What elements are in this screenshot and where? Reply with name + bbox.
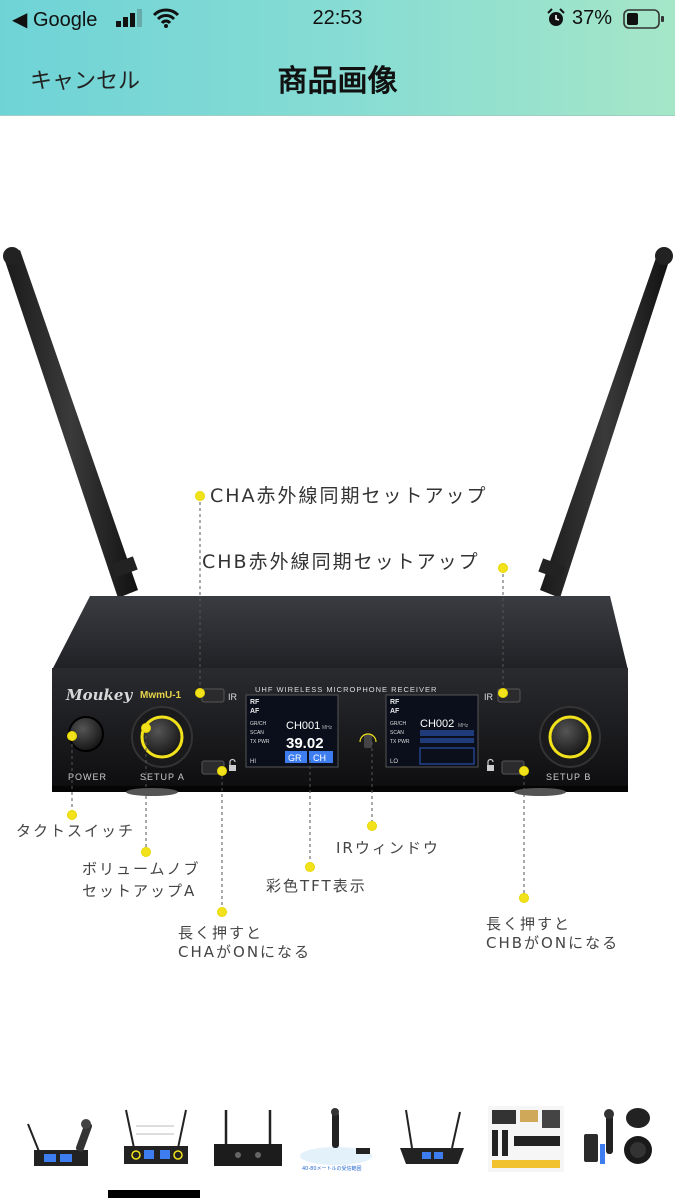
thumbnail-3[interactable] [208,1104,288,1174]
screen-a-af: AF [250,708,260,715]
setup-a-label: SETUP A [140,772,185,782]
selected-thumbnail-indicator [108,1190,200,1198]
screen-b-channel: CH002 [420,718,454,730]
screen-b-unit: MHz [458,723,469,729]
ir-label-a: IR [228,692,238,702]
lock-icon [229,758,236,771]
tft-screen-b: RF AF GR/CH SCAN TX PWR LO CH002 MHz [385,694,479,768]
app-header: ◀ Google 22:53 37% キャンセル 商品画像 [0,0,675,116]
volume-knob-b[interactable] [539,706,601,768]
screen-b-menu: GR/CH [390,721,407,727]
callout-long-press-a-line2: CHAがONになる [178,943,312,961]
ir-label-b: IR [484,692,494,702]
alarm-clock-icon [547,8,565,26]
callout-tact-switch: タクトスイッチ [16,822,136,840]
thumbnail-2[interactable] [116,1104,196,1174]
screen-a-frequency: 39.02 [286,735,324,752]
ir-window [359,733,377,748]
product-image[interactable]: Moukey MwmU-1 UHF WIRELESS MICROPHONE RE… [0,117,675,1077]
callout-markers [67,491,529,917]
ir-sync-button-a[interactable] [201,688,225,703]
thumbnail-4-caption: 40-80メートルの受信範囲 [302,1165,362,1172]
screen-a-channel: CH001 [286,720,320,732]
panel-title: UHF WIRELESS MICROPHONE RECEIVER [255,685,437,694]
callout-cha-ir-sync: CHA赤外線同期セットアップ [210,485,488,507]
receiver-illustration: Moukey MwmU-1 UHF WIRELESS MICROPHONE RE… [3,247,673,917]
thumbnail-1[interactable] [22,1104,102,1174]
cellular-signal-icon [116,9,142,27]
screen-a-unit: MHz [322,725,333,731]
callout-long-press-b-line2: CHBがONになる [486,934,620,952]
screen-a-menu: GR/CH [250,721,267,727]
back-to-app-link[interactable]: ◀ Google [12,9,98,31]
callout-volume-knob-line2: セットアップA [82,882,197,900]
status-time: 22:53 [312,7,363,29]
screen-b-menu: SCAN [390,730,404,736]
cancel-button[interactable]: キャンセル [30,69,141,94]
model-label: MwmU-1 [140,690,182,701]
thumbnail-4[interactable]: 40-80メートルの受信範囲 [296,1104,376,1174]
screen-b-menu: TX PWR [390,739,410,745]
left-antenna [3,247,138,598]
callout-ir-window: IRウィンドウ [336,839,440,857]
callout-leader-lines [71,496,525,912]
callout-long-press-a-line1: 長く押すと [178,924,264,942]
tft-screen-a: RF AF GR/CH SCAN TX PWR HI CH001 MHz 39.… [245,694,339,768]
page-title: 商品画像 [277,64,398,99]
receiver-body [52,596,628,796]
screen-a-menu: SCAN [250,730,264,736]
screen-a-tag: GR [288,753,302,763]
wifi-icon [152,8,180,28]
screen-b-level: LO [390,759,398,765]
lock-icon [487,758,494,771]
screen-a-rf: RF [250,699,260,706]
screen-a-level: HI [250,759,256,765]
callout-volume-knob-line1: ボリュームノブ [82,860,201,878]
screen-b-af: AF [390,708,400,715]
brand-logo: Moukey [65,686,133,704]
battery-icon [623,9,664,29]
battery-percent: 37% [572,7,613,29]
thumbnail-6[interactable] [486,1104,566,1174]
callout-long-press-b-line1: 長く押すと [486,915,572,933]
screen-a-menu: TX PWR [250,739,270,745]
power-label: POWER [68,772,107,782]
thumbnail-7[interactable] [578,1104,658,1174]
callout-chb-ir-sync: CHB赤外線同期セットアップ [202,551,480,573]
setup-b-label: SETUP B [546,772,591,782]
thumbnail-strip: 40-80メートルの受信範囲 [0,1100,675,1200]
callout-tft-display: 彩色TFT表示 [266,877,367,895]
right-antenna [538,247,673,598]
screen-a-tag: CH [313,753,326,763]
screen-b-rf: RF [390,699,400,706]
thumbnail-5[interactable] [392,1104,472,1174]
volume-knob-a[interactable] [131,706,193,768]
